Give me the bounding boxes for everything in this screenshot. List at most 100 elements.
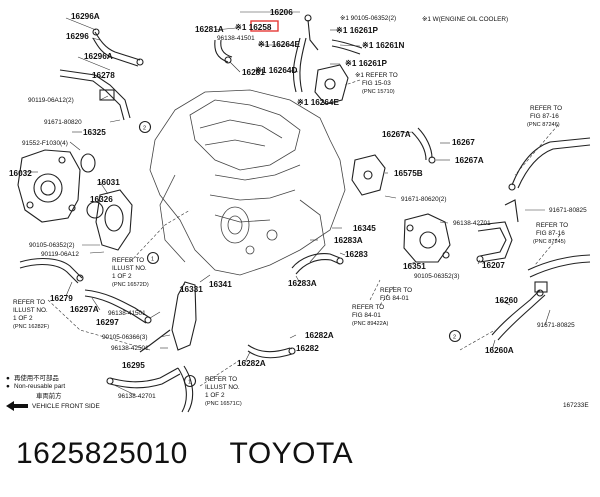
label-16331: 16331: [180, 285, 203, 294]
label-16326: 16326: [90, 195, 113, 204]
reference-leaders: [47, 79, 561, 387]
label-16282A-a: 16282A: [305, 331, 334, 340]
svg-text:FIG 87-16: FIG 87-16: [536, 230, 565, 237]
svg-text:FIG 84-01: FIG 84-01: [380, 295, 409, 302]
header-note: ※1 W(ENGINE OIL COOLER): [422, 16, 508, 23]
label-16279: 16279: [50, 294, 73, 303]
front-arrow-icon: [6, 401, 28, 411]
legend-item-1-jp: 再使用不可部品: [14, 373, 59, 382]
label-16296A-mid: 16296A: [84, 52, 113, 61]
svg-text:ILLUST NO.: ILLUST NO.: [13, 307, 48, 314]
ref-illust-b: REFER TO ILLUST NO. 1 OF 2 (PNC 16282F): [13, 299, 49, 330]
svg-text:(PNC 16571C): (PNC 16571C): [205, 401, 242, 407]
label-16267A-a: 16267A: [382, 130, 411, 139]
leader-lines: [25, 11, 551, 396]
hose-16282: [247, 344, 293, 359]
label-16345: 16345: [353, 224, 376, 233]
label-16031: 16031: [97, 178, 120, 187]
legend: ● 再使用不可部品 ● Non-reusable part 車両前方 VEHIC…: [6, 373, 100, 411]
callout-1-a: 1: [151, 257, 154, 263]
hose-16267: [411, 127, 433, 161]
label-90105-06352-left: 90105-06352(2): [29, 242, 74, 249]
figure-code: 167233E: [563, 402, 589, 409]
pipe-16331: [139, 281, 197, 353]
pipe-16258: [304, 14, 319, 51]
ref-fig84-01-a: REFER TO FIG 84-01: [380, 287, 412, 302]
label-16351: 16351: [403, 262, 426, 271]
svg-text:ILLUST NO.: ILLUST NO.: [205, 384, 240, 391]
label-91671-80620: 91671-80620(2): [401, 196, 446, 203]
svg-text:REFER TO: REFER TO: [536, 222, 568, 229]
label-16297: 16297: [96, 318, 119, 327]
ref-fig87-16-b: REFER TO FIG 87-16 (PNC 87245): [533, 222, 568, 245]
label-91552-F1030: 91552-F1030(4): [22, 140, 68, 147]
svg-text:(PNC 89422A): (PNC 89422A): [352, 321, 389, 327]
label-96138-41501-top: 96138-41501: [217, 35, 255, 42]
ref-illust-c: REFER TO ILLUST NO. 1 OF 2 (PNC 16571C): [205, 376, 242, 407]
label-16260: 16260: [495, 296, 518, 305]
svg-text:FIG 84-01: FIG 84-01: [352, 312, 381, 319]
label-16575B: 16575B: [394, 169, 423, 178]
callout-2-b: 2: [453, 335, 456, 341]
hose-16264D: [292, 37, 307, 93]
label-90105-06352-3: 90105-06352(3): [414, 273, 459, 280]
svg-text:ILLUST NO.: ILLUST NO.: [112, 265, 147, 272]
label-16281A: 16281A: [195, 25, 224, 34]
hose-16261N: [331, 39, 363, 55]
callout-1-b: 1: [188, 380, 191, 386]
label-16325: 16325: [83, 128, 106, 137]
label-96138-41501-b: 96138-41501: [108, 310, 146, 317]
label-16281: 16281: [242, 68, 265, 77]
label-16264E-b: ※1 16264E: [297, 98, 339, 107]
label-16264D: ※1 16264D: [255, 66, 297, 75]
label-16283A-b: 16283A: [288, 279, 317, 288]
svg-text:REFER TO: REFER TO: [380, 287, 412, 294]
engine-block-drawing: [149, 89, 346, 276]
svg-text:1 OF 2: 1 OF 2: [112, 273, 132, 280]
svg-text:1 OF 2: 1 OF 2: [13, 315, 33, 322]
label-16260A: 16260A: [485, 346, 514, 355]
label-16296: 16296: [66, 32, 89, 41]
svg-text:REFER TO: REFER TO: [13, 299, 45, 306]
label-90105-06352-top: ※1 90105-06352(2): [340, 15, 396, 22]
label-96138-42701-b: 96138-42701: [118, 393, 156, 400]
svg-text:(PNC 87245): (PNC 87245): [533, 239, 566, 245]
svg-text:(PNC 16282F): (PNC 16282F): [13, 324, 49, 330]
legend-symbol-dot: ●: [6, 383, 10, 390]
legend-symbol-asterisk: ●: [6, 375, 10, 382]
label-16267: 16267: [452, 138, 475, 147]
svg-text:(PNC 15710): (PNC 15710): [362, 89, 395, 95]
hose-87245: [527, 254, 591, 278]
part-number: 1625825010: [16, 437, 188, 470]
ref-fig84-01-b: REFER TO FIG 84-01 (PNC 89422A): [352, 304, 389, 327]
oil-cooler-bracket: [314, 64, 349, 105]
legend-item-2-jp: 車両前方: [36, 391, 62, 400]
label-16264E: ※1 16264E: [258, 40, 300, 49]
label-16278: 16278: [92, 71, 115, 80]
callout-2-a: 2: [143, 126, 146, 132]
svg-text:(PNC 87246): (PNC 87246): [527, 122, 560, 128]
label-91671-80825-b: 91671-80825: [537, 322, 575, 329]
water-pump-16032: [17, 149, 96, 223]
hose-16207: [477, 199, 519, 263]
ref-illust-a: REFER TO ILLUST NO. 1 OF 2 (PNC 16572D): [112, 257, 149, 288]
label-90119-06A12: 90119-06A12: [41, 251, 79, 258]
brand-name: TOYOTA: [229, 437, 354, 470]
label-16261P-b: ※1 16261P: [345, 59, 387, 68]
ref-fig87-16-a: REFER TO FIG 87-16 (PNC 87246): [527, 105, 562, 128]
hose-87246: [511, 137, 591, 189]
label-16282A-b: 16282A: [237, 359, 266, 368]
water-outlet-16351: [403, 213, 451, 263]
hose-16260: [491, 281, 548, 341]
label-16296A-top: 16296A: [71, 12, 100, 21]
hose-16297: [84, 289, 151, 324]
label-16283A-a: 16283A: [334, 236, 363, 245]
label-16207: 16207: [482, 261, 505, 270]
label-90105-06366: 90105-06366(3): [102, 334, 147, 341]
hose-16279: [19, 257, 83, 284]
label-16283: 16283: [345, 250, 368, 259]
callout-circles: 2 1 1 2: [138, 120, 462, 388]
label-16261P-a: ※1 16261P: [336, 26, 378, 35]
label-90119-06A12-2: 90119-06A12(2): [28, 97, 74, 104]
svg-text:REFER TO: REFER TO: [112, 257, 144, 264]
